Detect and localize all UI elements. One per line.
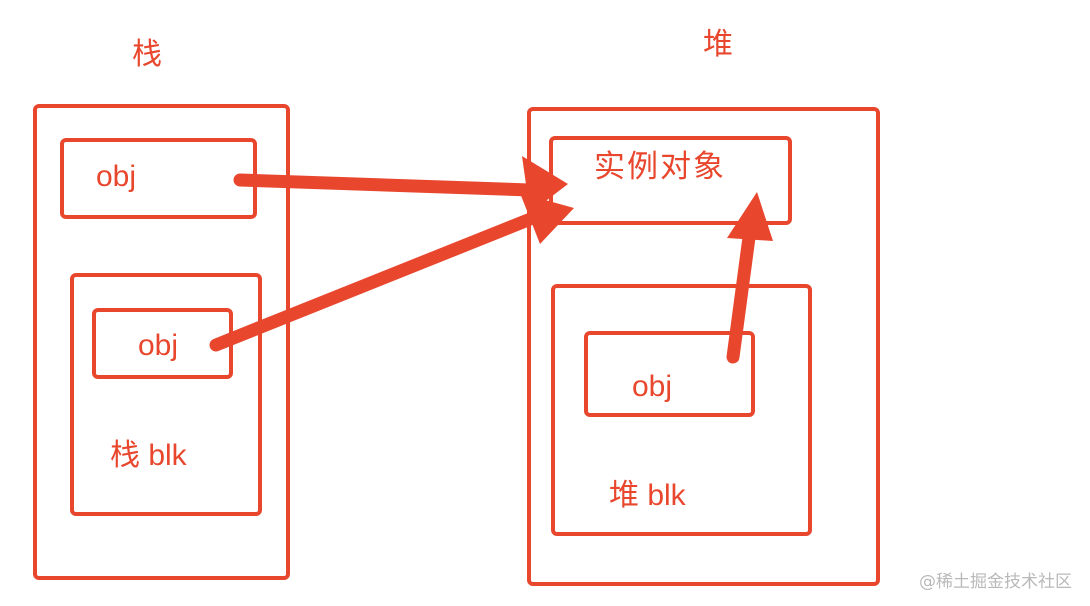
- stack-block-label: 栈 blk: [110, 439, 187, 472]
- stack-obj-box: [60, 138, 257, 219]
- watermark: @稀土掘金技术社区: [919, 572, 1072, 592]
- stack-block-obj-label: obj: [138, 329, 179, 362]
- heap-block-obj-label: obj: [632, 370, 673, 403]
- heap-title: 堆: [703, 27, 733, 62]
- stack-title: 栈: [132, 37, 162, 72]
- stack-obj-label: obj: [96, 160, 137, 193]
- heap-block-label: 堆 blk: [609, 479, 686, 512]
- heap-block-box: [551, 284, 812, 536]
- heap-block-obj-box: [584, 331, 755, 417]
- stack-block-box: [70, 273, 262, 516]
- heap-instance-label: 实例对象: [594, 149, 726, 185]
